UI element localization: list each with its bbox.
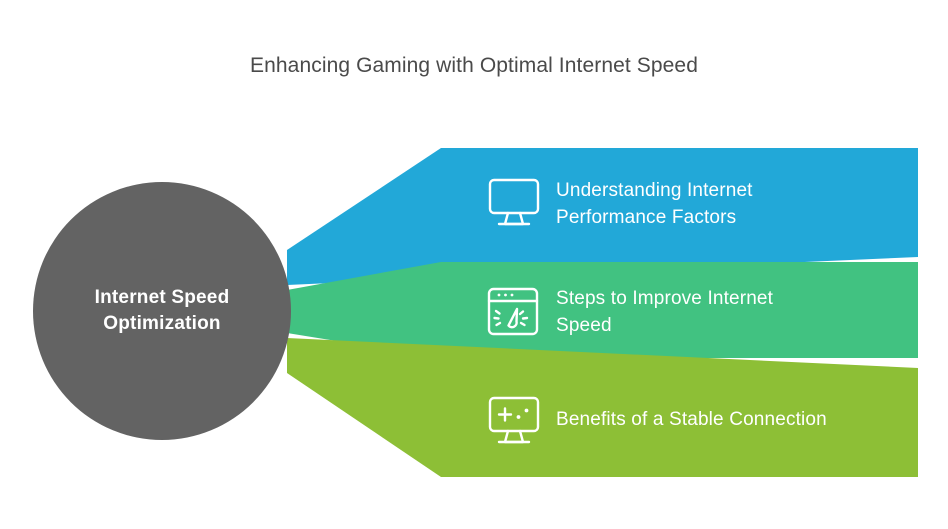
branch-band-0[interactable] <box>287 148 918 285</box>
branch-label-0-line1: Understanding Internet <box>556 180 753 201</box>
branch-label-1-line2: Speed <box>556 314 612 336</box>
monitor-gamepad-icon <box>488 396 540 444</box>
desktop-monitor-icon <box>488 178 540 226</box>
branch-band-1[interactable] <box>287 262 918 358</box>
branch-label-2-line1: Benefits of a Stable Connection <box>556 409 827 430</box>
browser-speedometer-icon <box>487 287 539 336</box>
branch-label-0-line2: Performance Factors <box>556 206 737 228</box>
branch-label-1[interactable]: Steps to Improve Internet Speed <box>556 286 886 340</box>
branch-band-2[interactable] <box>287 338 918 477</box>
branch-label-2[interactable]: Benefits of a Stable Connection <box>556 407 906 434</box>
branch-label-0[interactable]: Understanding Internet Performance Facto… <box>556 178 886 232</box>
branch-label-1-line1: Steps to Improve Internet <box>556 288 774 309</box>
central-circle[interactable] <box>33 182 291 440</box>
page-title: Enhancing Gaming with Optimal Internet S… <box>250 54 698 77</box>
